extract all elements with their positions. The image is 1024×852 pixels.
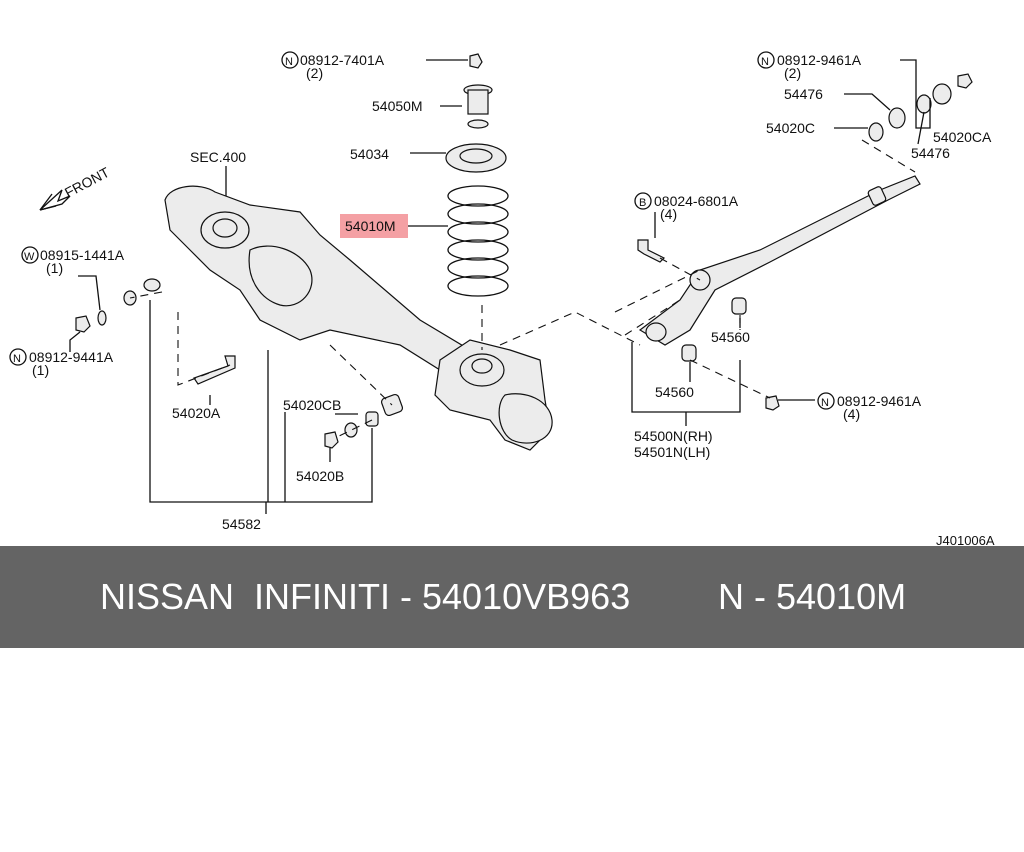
svg-text:N: N (13, 353, 21, 365)
washer-icon (916, 94, 932, 114)
nut-icon (324, 431, 339, 449)
bushing-icon (932, 83, 952, 105)
exploded-view: FRONT SEC.400 (9, 51, 995, 548)
nut-icon (469, 53, 483, 69)
circled-n-icon: N (9, 348, 27, 366)
circled-n-icon: N (817, 392, 835, 410)
label-08912-9461a-low-qty: (4) (843, 406, 860, 422)
nut-icon (765, 395, 780, 411)
svg-text:N: N (285, 56, 293, 68)
label-08024-6801a-qty: (4) (660, 206, 677, 222)
label-54020ca: 54020CA (933, 129, 992, 145)
svg-text:B: B (639, 197, 646, 209)
nut-icon (75, 315, 91, 333)
circled-n-icon: N (281, 51, 299, 69)
reference-code: J401006A (936, 533, 995, 546)
label-08912-7401a: 08912-7401A (300, 52, 385, 68)
washer-icon (344, 422, 358, 438)
label-08912-9461a-low: 08912-9461A (837, 393, 922, 409)
label-08915-1441a-qty: (1) (46, 260, 63, 276)
highlight-box (340, 214, 408, 238)
nut-icon (957, 73, 973, 89)
label-54050m: 54050M (372, 98, 423, 114)
label-54034: 54034 (350, 146, 389, 162)
label-54020c: 54020C (766, 120, 815, 136)
parts-diagram: FRONT SEC.400 (9, 51, 995, 548)
label-54020cb: 54020CB (283, 397, 341, 413)
bushing-icon (888, 107, 906, 129)
bump-stopper (463, 84, 493, 129)
spring-seat-bracket (434, 339, 553, 451)
label-54476-a: 54476 (784, 86, 823, 102)
diagram-code: N - 54010M (718, 576, 907, 617)
stabilizer-bar (143, 278, 404, 417)
bushing-icon (731, 297, 747, 315)
spring-seat (445, 143, 507, 173)
svg-text:N: N (821, 397, 829, 409)
circled-w-icon: W (21, 246, 39, 264)
svg-text:W: W (24, 251, 35, 263)
label-08912-9441a: 08912-9441A (29, 349, 114, 365)
washer-icon (868, 122, 884, 142)
label-08024-6801a: 08024-6801A (654, 193, 739, 209)
front-arrow-icon (39, 189, 71, 211)
label-08915-1441a: 08915-1441A (40, 247, 125, 263)
label-54476-b: 54476 (911, 145, 950, 161)
label-54010m: 54010M (345, 218, 396, 234)
brand-part-number: NISSAN INFINITI - 54010VB963 (100, 576, 631, 617)
bolt-icon (193, 355, 236, 385)
svg-text:N: N (761, 56, 769, 68)
label-54020a: 54020A (172, 405, 221, 421)
label-54560-a: 54560 (711, 329, 750, 345)
label-54020b: 54020B (296, 468, 344, 484)
coil-spring (447, 185, 509, 297)
label-08912-9441a-qty: (1) (32, 362, 49, 378)
axle-housing (164, 185, 471, 371)
label-54501n: 54501N(LH) (634, 444, 710, 460)
bolt-icon (637, 239, 666, 263)
label-54560-b: 54560 (655, 384, 694, 400)
label-08912-7401a-qty: (2) (306, 65, 323, 81)
label-54500n: 54500N(RH) (634, 428, 713, 444)
sec-label: SEC.400 (190, 149, 246, 165)
label-08912-9461a-top: 08912-9461A (777, 52, 862, 68)
label-08912-9461a-top-qty: (2) (784, 65, 801, 81)
label-54582: 54582 (222, 516, 261, 532)
bushing-icon (681, 344, 697, 362)
part-number-banner: NISSAN INFINITI - 54010VB963 N - 54010M (0, 546, 1024, 648)
washer-icon (97, 310, 107, 326)
circled-b-icon: B (634, 192, 652, 210)
bushing-icon (365, 411, 379, 427)
circled-n-icon: N (757, 51, 775, 69)
front-label: FRONT (62, 164, 112, 201)
